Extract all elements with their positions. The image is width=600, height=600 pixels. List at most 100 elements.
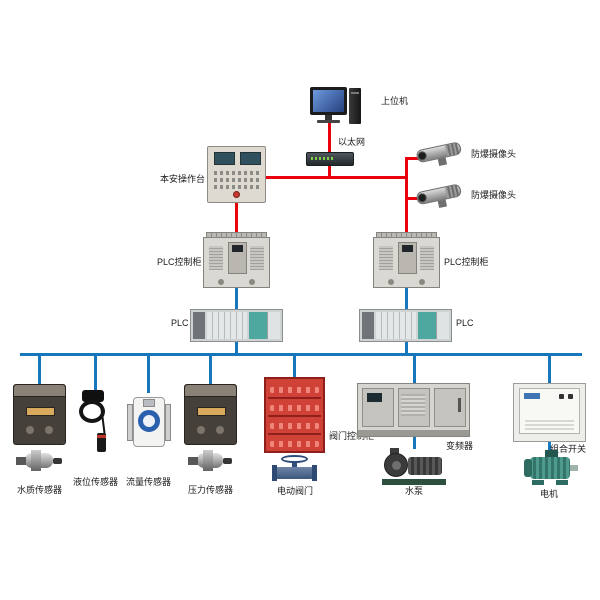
water-quality-sensor-label: 水质传感器 [17,485,63,495]
sensor-box-knob [216,426,224,434]
plc-io-modules [376,312,416,339]
flow-sensor-label: 流量传感器 [126,477,172,487]
console-button-row [214,185,259,189]
flowmeter-blue-ring [138,410,160,432]
console-screen-left [214,152,235,165]
vfd-label: 变频器 [446,441,474,451]
water-quality-probe [16,450,62,472]
valve-cabinet-shelf [268,433,321,435]
pressure-sensor-label: 压力传感器 [188,485,234,495]
explosion-proof-camera-2 [415,179,471,215]
valve-cabinet-row [270,387,319,393]
camera1-label: 防爆摄像头 [471,149,517,159]
probe-hex-nut [31,450,41,471]
probe-nose [188,457,198,465]
probe-cable [223,458,232,464]
blue-line-right-cabinet-to-plc [405,286,408,311]
console-label: 本安操作台 [160,174,206,184]
camera-mount [437,199,448,209]
host-computer-label: 上位机 [381,96,409,106]
probe-hex-nut [203,450,213,471]
plc-end-module [436,312,449,339]
water-quality-sensor-box [13,384,66,445]
level-sensor-cable-coil [79,400,105,423]
console-button-row [214,171,259,175]
monitor-screen [313,90,344,112]
valve-flange-right [312,465,317,481]
flowmeter-flange-left [127,404,133,441]
cabinet-vent [209,246,223,270]
valve-control-cabinet [264,377,325,453]
operation-console [207,146,266,203]
water-pump-label: 水泵 [405,486,424,496]
motor-figure [522,450,578,487]
flowmeter-transmitter [143,399,155,407]
level-sensor-label: 液位传感器 [73,477,119,487]
probe-cable [53,458,62,464]
plc-cabinet-left-label: PLC控制柜 [157,257,202,267]
ethernet-switch [306,152,354,166]
motor-shaft [570,465,578,471]
plc-rack-left [190,309,283,342]
monitor-base [317,120,340,123]
valve-flange-left [272,465,277,481]
level-sensor-probe [97,433,106,452]
explosion-proof-camera-1 [415,137,471,173]
vfd-base [358,430,469,436]
sensor-box-cap [14,385,65,397]
switch-led-row [311,157,335,160]
sensor-box-cap [185,385,236,397]
cabinet-vent [420,246,434,270]
sensor-box-knob [26,426,34,434]
cabinet-knob [388,279,394,285]
cabinet-knob [419,279,425,285]
blue-line-left-cabinet-to-plc [235,286,238,311]
motor-foot [532,480,544,485]
tower-drive-slot [351,92,359,94]
blue-drop-valve-cabinet [293,354,296,378]
red-line-monitor-to-switch [328,123,331,153]
red-line-camera1-stub [405,157,422,160]
console-button-row [214,178,259,182]
valve-cabinet-label: 阀门控制柜 [329,431,375,441]
motor-terminal-box [545,450,558,459]
cabinet-display [402,245,413,252]
valve-cabinet-row [270,441,319,447]
console-stop-button [233,191,240,198]
electric-valve-label: 电动阀门 [277,486,314,496]
water-pump-figure [382,448,448,485]
switch-cabinet-vents [525,420,574,430]
valve-cabinet-shelf [268,415,321,417]
plc-cabinet-right-label: PLC控制柜 [444,257,489,267]
blue-drop-water-quality [38,354,41,385]
sensor-box-display [197,407,226,416]
plc-cpu-module [249,312,267,339]
sensor-box-knob [45,426,53,434]
valve-cabinet-row [270,405,319,411]
motor-foot [556,480,568,485]
blue-drop-switch-cabinet [548,354,551,384]
valve-cabinet-shelf [268,397,321,399]
flow-sensor-figure [127,392,171,452]
red-line-horizontal-bus [264,176,408,179]
flowmeter-flange-right [165,404,171,441]
pump-base [382,479,446,485]
camera-mount [437,157,448,167]
blue-drop-flow-sensor [147,354,150,393]
blue-drop-pressure-sensor [209,354,212,385]
plc-end-module [267,312,280,339]
electric-valve-figure [272,455,317,482]
cabinet-knob [218,279,224,285]
sensor-box-display [26,407,55,416]
probe-nose [16,457,26,465]
camera2-label: 防爆摄像头 [471,190,517,200]
cabinet-terminal-strip [376,232,437,238]
blue-line-field-bus [20,353,582,356]
host-computer-monitor [310,87,347,115]
level-sensor-band [97,435,106,438]
sensor-box-knob [197,426,205,434]
cabinet-display [232,245,243,252]
vfd-cabinet [357,383,470,437]
blue-line-right-plc-to-bus [405,340,408,355]
switch-cabinet-indicator [559,394,564,399]
